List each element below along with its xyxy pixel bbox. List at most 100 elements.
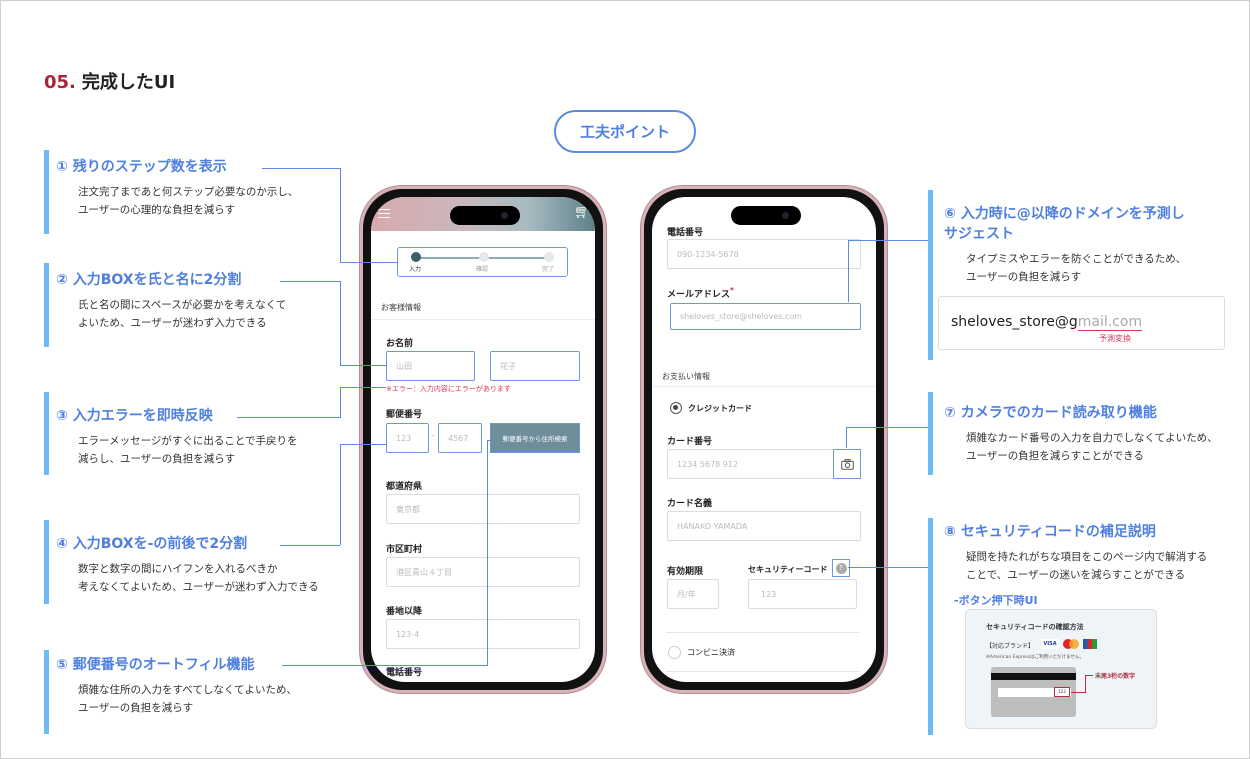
annotation-body: 数字と数字の間にハイフンを入れるべきか 考えなくてよいため、ユーザーが迷わず入力…: [78, 563, 319, 593]
typed-text: sheloves_store@g: [951, 314, 1078, 330]
phone-screen: 🛒︎ 入力 確認 完了 お客様情報 お名前 山田 花子 ※エラー：入力内容にエラ…: [371, 197, 595, 682]
zip-first-input[interactable]: 123: [386, 423, 429, 453]
annotation-title: ① 残りのステップ数を表示: [56, 159, 227, 175]
step-indicator: 入力 確認 完了: [397, 247, 568, 277]
divider: [666, 632, 860, 633]
field-label: メールアドレス*: [667, 286, 734, 300]
connector-line: [340, 168, 341, 262]
accent-bar: [44, 150, 49, 234]
cvc-help-button[interactable]: ?: [832, 559, 850, 577]
connector-line: [237, 417, 340, 418]
popup-title: セキュリティコードの確認方法: [986, 623, 1084, 631]
section-heading: お客様情報: [381, 303, 421, 312]
phone-input[interactable]: 090-1234-5678: [667, 239, 861, 269]
callout-line: [1085, 675, 1086, 693]
error-message: ※エラー：入力内容にエラーがあります: [386, 385, 511, 393]
step-label: 完了: [542, 266, 555, 273]
step-dot: [479, 252, 489, 262]
annotation-title: ⑤ 郵便番号のオートフィル機能: [56, 657, 255, 673]
suggest-text: sheloves_store@gmail.com: [951, 314, 1143, 331]
annotation-body: 煩雑な住所の入力をすべてしなくてよいため、 ユーザーの負担を減らす: [78, 684, 298, 714]
first-name-input[interactable]: 花子: [490, 351, 580, 381]
jcb-logo: [1083, 639, 1097, 649]
connector-line: [340, 387, 386, 388]
divider: [666, 671, 860, 672]
annotation-1: ① 残りのステップ数を表示注文完了まであと何ステップ必要なのか示し、 ユーザーの…: [56, 157, 298, 219]
connector-line: [280, 281, 340, 282]
annotation-body: 煩雑なカード番号の入力を自力でしなくてよいため、 ユーザーの負担を減らすことがで…: [966, 432, 1218, 462]
mastercard-logo-circle: [1069, 639, 1079, 649]
connector-line: [848, 240, 849, 302]
brands-label: 【対応ブランド】: [986, 643, 1035, 650]
email-input[interactable]: sheloves_store@sheloves.com: [670, 303, 861, 330]
step-label: 入力: [409, 266, 422, 273]
phone-screen: 電話番号 090-1234-5678 メールアドレス* sheloves_sto…: [652, 197, 876, 682]
camera-scan-button[interactable]: [833, 449, 861, 479]
radio-label: クレジットカード: [688, 404, 752, 413]
connector-line: [262, 168, 340, 169]
field-label: 郵便番号: [386, 410, 423, 420]
connector-line: [340, 444, 386, 445]
connector-line: [848, 240, 928, 241]
accent-bar: [928, 518, 933, 735]
annotation-body: タイプミスやエラーを防ぐことができるため、 ユーザーの負担を減らす: [966, 253, 1187, 283]
callout-line: [1085, 675, 1093, 676]
annotation-6: ⑥ 入力時に@以降のドメインを予測し サジェストタイプミスやエラーを防ぐことがで…: [944, 204, 1186, 286]
predicted-text: mail.com: [1077, 314, 1143, 331]
connector-line: [340, 387, 341, 418]
dynamic-island: [731, 206, 801, 225]
help-icon: ?: [835, 562, 847, 574]
cvc-input[interactable]: 123: [748, 579, 857, 609]
field-label: 都道府県: [386, 482, 423, 492]
suggest-caption: 予測変換: [1099, 334, 1131, 343]
connector-line: [487, 440, 488, 666]
title-text: 完成したUI: [81, 72, 176, 93]
popup-label: -ボタン押下時UI: [954, 594, 1038, 607]
hamburger-menu-icon[interactable]: [378, 209, 390, 218]
annotation-body: 注文完了まであと何ステップ必要なのか示し、 ユーザーの心理的な負担を減らす: [78, 186, 299, 216]
annotation-title: ④ 入力BOXを-の前後で2分割: [56, 536, 248, 552]
signature-strip: [998, 688, 1071, 697]
expiry-input[interactable]: 月/年: [667, 579, 719, 609]
field-label: セキュリティーコード: [748, 565, 828, 574]
annotation-body: 疑問を持たれがちな項目をこのページ内で解消する ことで、ユーザーの迷いを減らすこ…: [966, 551, 1208, 581]
popup-note: ※American Expressはご利用いただけません。: [986, 655, 1085, 660]
address-input[interactable]: 123-4: [386, 619, 580, 649]
accent-bar: [44, 520, 49, 604]
field-label: 番地以降: [386, 607, 423, 617]
callout-text: 末尾3桁の数字: [1095, 673, 1136, 680]
city-input[interactable]: 港区青山４丁目: [386, 557, 580, 587]
connector-line: [846, 427, 847, 448]
phone-payment-info: 電話番号 090-1234-5678 メールアドレス* sheloves_sto…: [641, 186, 887, 693]
zip-second-input[interactable]: 4567: [438, 423, 482, 453]
dynamic-island: [450, 206, 520, 225]
phone-customer-info: 🛒︎ 入力 確認 完了 お客様情報 お名前 山田 花子 ※エラー：入力内容にエラ…: [360, 186, 606, 693]
annotation-4: ④ 入力BOXを-の前後で2分割数字と数字の間にハイフンを入れるべきか 考えなく…: [56, 534, 319, 596]
prefecture-input[interactable]: 東京都: [386, 494, 580, 524]
annotation-body: 氏と名の間にスペースが必要かを考えなくて よいため、ユーザーが迷わず入力できる: [78, 299, 287, 329]
field-label: カード名義: [667, 499, 713, 509]
konbini-radio[interactable]: [668, 646, 681, 659]
radio-label: コンビニ決済: [687, 648, 735, 657]
zip-search-button[interactable]: 郵便番号から住所検索: [490, 423, 580, 453]
divider: [652, 386, 876, 387]
zip-separator: –: [431, 431, 435, 440]
security-code-popup: セキュリティコードの確認方法 【対応ブランド】 VISA ※American E…: [965, 609, 1157, 729]
connector-line: [282, 665, 487, 666]
annotation-3: ③ 入力エラーを即時反映エラーメッセージがすぐに出ることで手戻りを 減らし、ユー…: [56, 406, 298, 468]
section-number: 05.: [44, 72, 76, 93]
suggest-example: sheloves_store@gmail.com 予測変換: [938, 296, 1225, 350]
magnetic-stripe: [991, 673, 1076, 680]
card-number-input[interactable]: 1234 5678 912: [667, 449, 861, 479]
annotation-title: ② 入力BOXを氏と名に2分割: [56, 272, 242, 288]
field-label: 電話番号: [667, 228, 704, 238]
accent-bar: [928, 190, 933, 360]
annotation-7: ⑦ カメラでのカード読み取り機能煩雑なカード番号の入力を自力でしなくてよいため、…: [944, 403, 1218, 465]
field-label: 市区町村: [386, 545, 423, 555]
cardholder-input[interactable]: HANAKO YAMADA: [667, 511, 861, 541]
cart-icon[interactable]: 🛒︎: [574, 205, 591, 220]
annotation-title: ⑥ 入力時に@以降のドメインを予測し サジェスト: [944, 206, 1185, 242]
last-name-input[interactable]: 山田: [386, 351, 475, 381]
card-back-illustration: 123: [991, 667, 1076, 717]
credit-card-radio[interactable]: [670, 402, 682, 414]
